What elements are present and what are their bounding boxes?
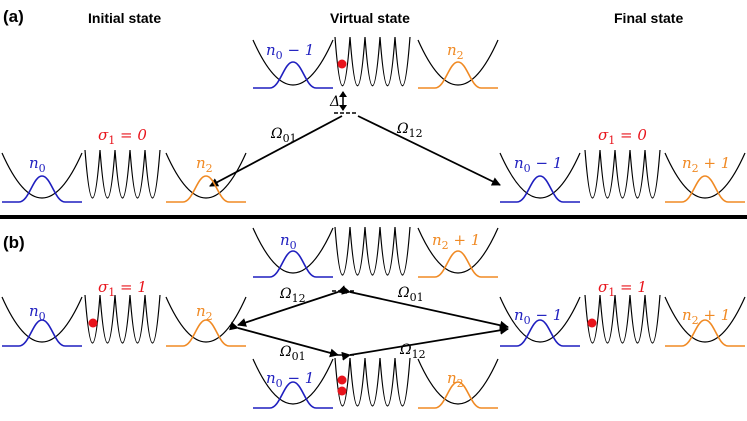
detuning-label: Δ — [329, 94, 340, 110]
header-virtual-state: Virtual state — [330, 10, 410, 26]
coupling-arrow-lower-right — [341, 325, 509, 361]
spin-label: σ1 = 1 — [598, 278, 647, 299]
mode0-occupation-label: n0 — [29, 302, 46, 323]
panel-b-final-state: n0 − 1 σ1 = 1 n2 + 1 — [499, 278, 746, 347]
mode0-trap — [1, 152, 83, 203]
header-initial-state: Initial state — [88, 10, 161, 26]
mode0-occupation-label: n0 − 1 — [266, 369, 314, 390]
mode0-occupation-label: n0 − 1 — [514, 154, 562, 175]
optical-lattice — [584, 294, 661, 344]
mode0-trap — [499, 296, 581, 347]
mode2-occupation-label: n2 — [447, 369, 464, 390]
mode2-occupation-label: n2 — [447, 41, 464, 62]
coupling-label-omega01-lower: Ω01 — [279, 344, 306, 363]
panel-b-label: (b) — [3, 233, 25, 252]
optical-lattice — [584, 149, 661, 199]
coupling-label-omega12-lower: Ω12 — [399, 342, 426, 361]
coupling-arrow-lower-left — [229, 321, 339, 358]
lattice-atom — [587, 318, 597, 328]
mode2-trap — [165, 152, 247, 203]
coupling-arrow-upper-left — [237, 285, 348, 327]
mode0-trap — [499, 152, 581, 203]
mode2-occupation-label: n2 — [196, 154, 213, 175]
mode0-occupation-label: n0 − 1 — [514, 306, 562, 327]
mode0-trap — [1, 296, 83, 347]
coupling-arrow-upper-right — [341, 285, 509, 330]
mode0-trap — [252, 227, 334, 278]
lattice-atom — [88, 318, 98, 328]
mode2-trap — [417, 227, 499, 278]
spin-label: σ1 = 0 — [598, 126, 647, 147]
mode2-occupation-label: n2 + 1 — [432, 231, 480, 252]
panel-b-upper-virtual-state: n0 n2 + 1 — [252, 226, 499, 278]
panel-b-initial-state: n0 σ1 = 1 n2 — [1, 278, 247, 347]
optical-lattice — [334, 36, 411, 87]
panel-divider — [0, 215, 747, 219]
mode2-occupation-label: n2 + 1 — [682, 154, 730, 175]
lattice-atom — [337, 59, 347, 69]
mode0-occupation-label: n0 − 1 — [266, 41, 314, 62]
coupling-label-omega01: Ω01 — [270, 126, 297, 145]
mode2-occupation-label: n2 + 1 — [682, 306, 730, 327]
coupling-label-omega12-upper: Ω12 — [279, 286, 306, 305]
detuning-marker: Δ — [329, 91, 356, 114]
panel-a-label: (a) — [3, 7, 24, 26]
mode2-trap — [417, 358, 499, 409]
lattice-atom — [337, 386, 347, 396]
optical-lattice — [334, 357, 411, 407]
coupling-label-omega12: Ω12 — [396, 121, 423, 140]
panel-a-virtual-state: n0 − 1 n2 — [252, 36, 499, 89]
header-final-state: Final state — [614, 10, 683, 26]
mode0-trap — [252, 358, 334, 409]
panel-b-lower-virtual-state: n0 − 1 n2 — [252, 357, 499, 409]
spin-label: σ1 = 0 — [98, 126, 147, 147]
lattice-atom — [337, 375, 347, 385]
mode0-occupation-label: n0 — [29, 154, 46, 175]
panel-a-final-state: n0 − 1 σ1 = 0 n2 + 1 — [499, 126, 746, 203]
optical-lattice — [334, 226, 411, 276]
mode2-occupation-label: n2 — [196, 302, 213, 323]
panel-a-initial-state: n0 σ1 = 0 n2 — [1, 126, 247, 203]
spin-label: σ1 = 1 — [98, 278, 147, 299]
coupling-arrow-left — [209, 115, 343, 187]
mode0-trap — [252, 39, 334, 89]
mode2-trap — [165, 296, 247, 347]
mode0-occupation-label: n0 — [280, 231, 297, 252]
mode2-trap — [664, 296, 746, 347]
optical-lattice — [84, 294, 161, 344]
coupling-arrow-right — [357, 115, 501, 186]
optical-lattice — [84, 149, 161, 199]
mode2-trap — [417, 39, 499, 89]
coupling-label-omega01-upper: Ω01 — [397, 285, 424, 304]
mode2-trap — [664, 152, 746, 203]
